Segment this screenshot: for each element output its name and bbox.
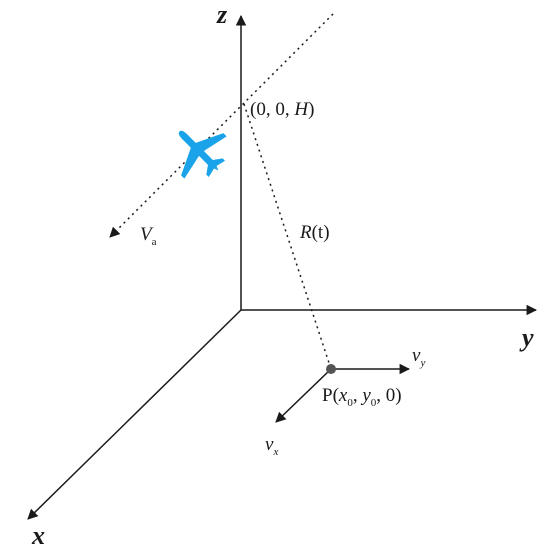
target-y-subscript: 0 xyxy=(370,397,377,409)
slant-range-label: R(t) xyxy=(300,223,330,242)
vx-label: vx xyxy=(265,434,278,458)
r-symbol: R xyxy=(300,222,312,243)
target-x-symbol: x xyxy=(338,385,348,406)
point-top-open: (0, xyxy=(250,99,276,120)
flight-path xyxy=(109,13,334,238)
va-symbol: V xyxy=(140,224,152,245)
vx-subscript: x xyxy=(273,446,279,458)
target-x-subscript: 0 xyxy=(347,397,353,409)
target-sep1: , xyxy=(352,385,363,406)
x-axis-label: x xyxy=(32,521,45,550)
y-axis-label: y xyxy=(522,323,534,352)
vx-symbol: v xyxy=(265,434,274,455)
point-top-zero: 0, xyxy=(275,99,295,120)
vy-subscript: y xyxy=(420,357,426,369)
target-point xyxy=(326,364,336,374)
target-label: P(x0, y0, 0) xyxy=(322,385,402,409)
target-y-symbol: y xyxy=(362,385,371,406)
airplane-icon xyxy=(178,130,227,179)
vy-label: vy xyxy=(412,345,425,369)
slant-range-line xyxy=(243,103,332,370)
aircraft-velocity-label: Va xyxy=(140,224,157,248)
target-prefix: P( xyxy=(322,385,339,406)
z-axis-label: z xyxy=(217,0,228,29)
x-axis xyxy=(27,309,242,520)
point-top-h: H xyxy=(294,99,309,120)
va-subscript: a xyxy=(151,236,157,248)
point-top-close: ) xyxy=(308,99,315,120)
target-sep2: , 0) xyxy=(376,385,402,406)
r-arg: (t) xyxy=(311,222,330,243)
vx-vector xyxy=(275,368,332,423)
aircraft-origin-label: (0, 0, H) xyxy=(250,100,314,119)
vy-symbol: v xyxy=(412,345,421,366)
